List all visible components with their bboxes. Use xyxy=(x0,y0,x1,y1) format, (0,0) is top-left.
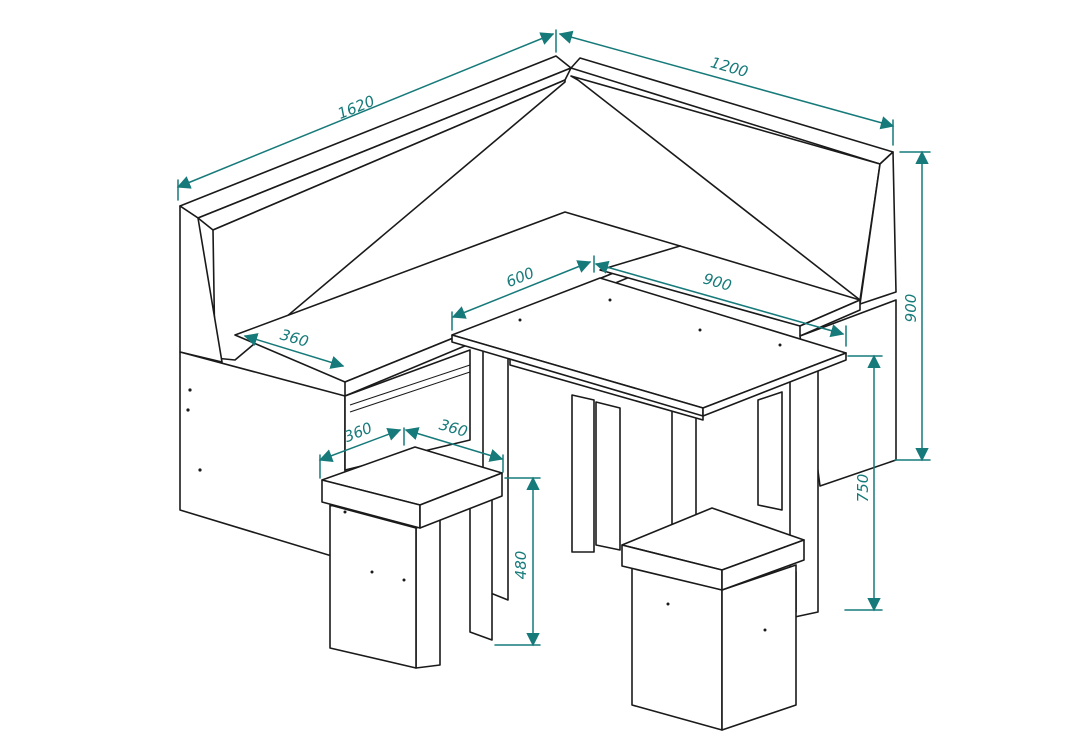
dim-line-table-width xyxy=(451,260,592,319)
table-leg-back-right xyxy=(757,391,783,511)
dimension-lines: 1620 1200 900 360 600 900 750 360 xyxy=(176,29,931,647)
stool-left-leg-side xyxy=(329,504,417,669)
dim-line-sofa-long xyxy=(176,32,555,189)
dim-label-stool-height: 480 xyxy=(512,551,530,580)
stool-right-leg-side xyxy=(631,564,723,731)
table-top-edge-right xyxy=(702,352,847,417)
dim-line-stool-width xyxy=(318,427,402,463)
dim-line-table-length xyxy=(594,260,845,338)
stool-right-leg-front xyxy=(721,564,797,731)
right-side-board xyxy=(859,151,897,305)
stool-left-leg-front-right xyxy=(415,519,441,669)
stool-right xyxy=(621,507,805,731)
dim-line-seat-depth xyxy=(243,333,345,369)
table-leg-back-center xyxy=(595,401,621,551)
left-side-board xyxy=(179,205,223,363)
stool-right-seat-side xyxy=(721,539,805,591)
stool-left xyxy=(321,446,503,669)
stool-left-leg-back xyxy=(469,489,493,641)
stool-left-seat-side xyxy=(419,472,503,529)
dim-line-stool-depth xyxy=(404,427,504,462)
table-leg-back-left xyxy=(571,394,595,553)
table xyxy=(451,277,847,619)
dim-label-sofa-long: 1620 xyxy=(335,92,377,123)
dim-label-table-height: 750 xyxy=(854,474,872,503)
dim-line-sofa-short xyxy=(558,30,895,130)
dim-label-sofa-height: 900 xyxy=(902,294,920,323)
